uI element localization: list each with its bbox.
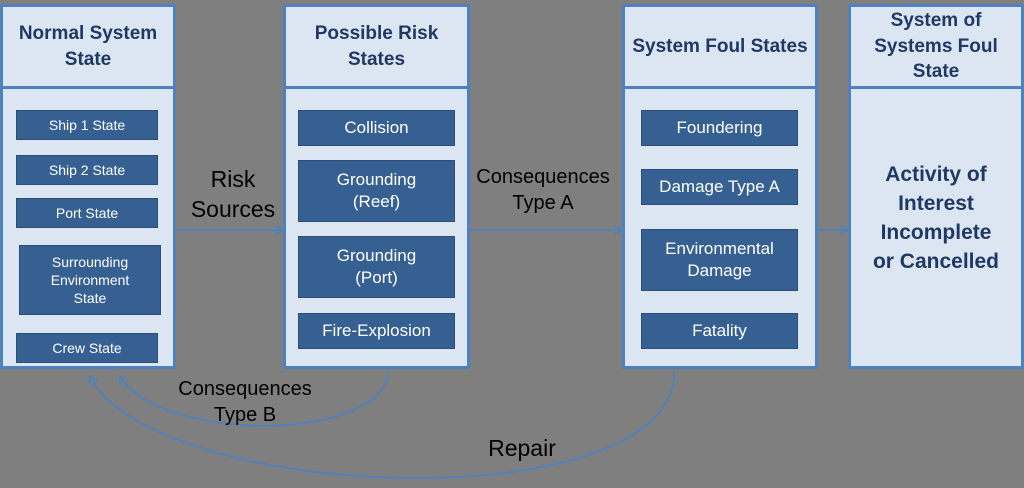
system-foul-states-body: Foundering Damage Type A Environmental D… — [625, 89, 815, 366]
repair-arrow — [90, 371, 675, 479]
system-foul-states-column: System Foul States Foundering Damage Typ… — [622, 4, 818, 369]
consequences-type-b-label: Consequences Type B — [178, 378, 312, 426]
grounding-port-box: Grounding (Port) — [298, 236, 455, 298]
grounding-reef-box: Grounding (Reef) — [298, 160, 455, 222]
fire-explosion-box: Fire-Explosion — [298, 313, 455, 349]
possible-risk-states-title: Possible Risk States — [286, 7, 467, 89]
ship-1-state-box: Ship 1 State — [16, 110, 158, 140]
port-state-box: Port State — [16, 198, 158, 228]
fatality-box: Fatality — [641, 313, 798, 349]
consequences-type-a-label: Consequences Type A — [476, 166, 610, 214]
system-of-systems-foul-state-body: Activity of Interest Incomplete or Cance… — [851, 89, 1021, 366]
foundering-box: Foundering — [641, 110, 798, 146]
system-of-systems-foul-state-column: System of Systems Foul State Activity of… — [848, 4, 1024, 369]
system-of-systems-foul-state-title: System of Systems Foul State — [851, 7, 1021, 89]
possible-risk-states-column: Possible Risk States Collision Grounding… — [283, 4, 470, 369]
normal-system-state-column: Normal System State Ship 1 State Ship 2 … — [0, 4, 176, 369]
damage-type-a-box: Damage Type A — [641, 169, 798, 205]
system-foul-states-title: System Foul States — [625, 7, 815, 89]
normal-system-state-body: Ship 1 State Ship 2 State Port State Sur… — [3, 89, 173, 366]
activity-incomplete-text: Activity of Interest Incomplete or Cance… — [872, 163, 1000, 273]
surrounding-environment-state-box: Surrounding Environment State — [19, 245, 161, 315]
possible-risk-states-body: Collision Grounding (Reef) Grounding (Po… — [286, 89, 467, 366]
crew-state-box: Crew State — [16, 333, 158, 363]
collision-box: Collision — [298, 110, 455, 146]
repair-label: Repair — [488, 435, 556, 461]
risk-sources-label: Risk Sources — [190, 166, 276, 222]
normal-system-state-title: Normal System State — [3, 7, 173, 89]
environmental-damage-box: Environmental Damage — [641, 229, 798, 291]
consequences-b-arrow — [120, 371, 389, 427]
ship-2-state-box: Ship 2 State — [16, 155, 158, 185]
